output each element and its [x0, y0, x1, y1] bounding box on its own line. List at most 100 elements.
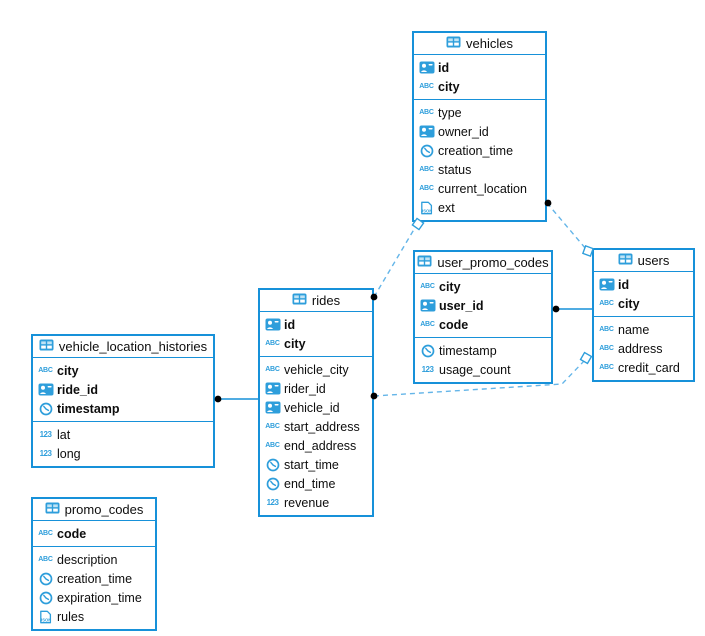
relation-vehicles-users: [544, 199, 595, 258]
column-name: description: [57, 552, 118, 567]
table-name: users: [637, 253, 670, 268]
abc-text-icon-glyph: ABC: [265, 366, 280, 373]
abc-text-icon-glyph: ABC: [38, 367, 53, 374]
abc-text-icon-glyph: ABC: [38, 556, 53, 563]
abc-text-icon-glyph: ABC: [420, 321, 435, 328]
abc-text-icon: ABC: [264, 442, 281, 449]
column-name: current_location: [438, 181, 527, 196]
123-number-icon: 123: [264, 497, 281, 507]
table-header: promo_codes: [33, 499, 155, 521]
column-name: lat: [57, 427, 71, 442]
key-column-row: ABC city: [594, 294, 693, 313]
json-document-icon: JSON: [418, 201, 435, 215]
column-name: end_time: [284, 476, 336, 491]
id-card-icon: [418, 61, 435, 74]
clock-icon: [37, 402, 54, 416]
column-name: city: [439, 279, 461, 294]
column-name: status: [438, 162, 472, 177]
column-row: vehicle_id: [260, 398, 372, 417]
relation-line: [546, 202, 587, 250]
column-row: rider_id: [260, 379, 372, 398]
column-name: id: [618, 277, 630, 292]
abc-text-icon: ABC: [598, 326, 615, 333]
abc-text-icon-glyph: ABC: [419, 166, 434, 173]
column-name: ext: [438, 200, 455, 215]
abc-text-icon-glyph: ABC: [419, 83, 434, 90]
id-card-icon: [37, 383, 54, 396]
id-card-icon: [264, 401, 281, 414]
123-number-icon: 123: [419, 364, 436, 374]
column-row: 123 usage_count: [415, 360, 551, 379]
table-name: vehicles: [466, 36, 513, 51]
key-column-row: ride_id: [33, 380, 213, 399]
column-name: timestamp: [439, 343, 497, 358]
column-name: user_id: [439, 298, 484, 313]
key-column-row: id: [260, 315, 372, 334]
key-column-row: id: [594, 275, 693, 294]
column-name: city: [57, 363, 79, 378]
abc-text-icon: ABC: [418, 185, 435, 192]
table-grid-icon: [618, 253, 633, 268]
table-header: users: [594, 250, 693, 272]
key-column-row: user_id: [415, 296, 551, 315]
abc-text-icon: ABC: [264, 366, 281, 373]
id-card-icon: [418, 125, 435, 138]
column-name: id: [438, 60, 450, 75]
table-grid-icon: [292, 293, 307, 308]
column-name: vehicle_city: [284, 362, 349, 377]
abc-text-icon-glyph: ABC: [419, 109, 434, 116]
table-vehicle_location_histories[interactable]: vehicle_location_histories ABC city ride_i…: [31, 334, 215, 468]
abc-text-icon-glyph: ABC: [599, 345, 614, 352]
table-header: vehicle_location_histories: [33, 336, 213, 358]
column-name: long: [57, 446, 81, 461]
column-name: address: [618, 341, 663, 356]
abc-text-icon-glyph: ABC: [599, 364, 614, 371]
column-name: credit_card: [618, 360, 680, 375]
column-name: rules: [57, 609, 85, 624]
column-row: creation_time: [414, 141, 545, 160]
column-name: revenue: [284, 495, 330, 510]
column-row: ABC description: [33, 550, 155, 569]
abc-text-icon: ABC: [264, 340, 281, 347]
abc-text-icon-glyph: ABC: [599, 300, 614, 307]
column-name: usage_count: [439, 362, 511, 377]
column-name: vehicle_id: [284, 400, 340, 415]
column-name: rider_id: [284, 381, 326, 396]
relation-endpoint-diamond: [579, 351, 593, 365]
id-card-icon: [419, 299, 436, 312]
abc-text-icon: ABC: [419, 283, 436, 290]
column-name: city: [618, 296, 640, 311]
table-header: vehicles: [414, 33, 545, 55]
abc-text-icon: ABC: [598, 345, 615, 352]
relation-line: [373, 225, 417, 298]
123-number-icon-glyph: 123: [421, 364, 434, 374]
123-number-icon-glyph: 123: [266, 497, 279, 507]
clock-icon: [419, 344, 436, 358]
column-row: ABC vehicle_city: [260, 360, 372, 379]
column-row: timestamp: [415, 341, 551, 360]
abc-text-icon-glyph: ABC: [38, 530, 53, 537]
abc-text-icon: ABC: [419, 321, 436, 328]
table-name: rides: [311, 293, 341, 308]
table-grid-icon: [45, 502, 60, 517]
column-name: ride_id: [57, 382, 98, 397]
abc-text-icon-glyph: ABC: [420, 283, 435, 290]
key-column-row: ABC city: [415, 277, 551, 296]
column-name: start_time: [284, 457, 339, 472]
relation-user_promo_codes-users: [552, 305, 592, 313]
column-name: creation_time: [438, 143, 514, 158]
abc-text-icon: ABC: [418, 166, 435, 173]
